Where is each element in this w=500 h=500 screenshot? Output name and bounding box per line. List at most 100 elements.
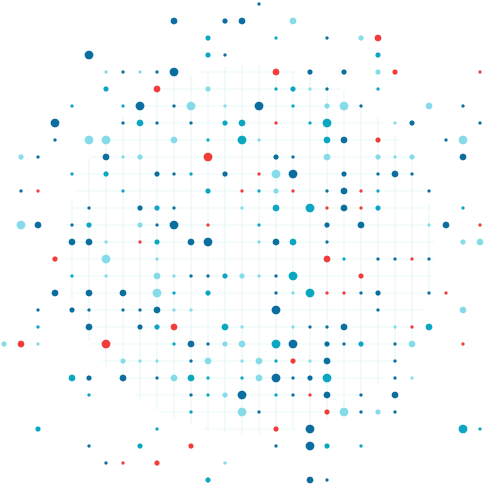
sky-dot (393, 325, 397, 329)
navy-dot (138, 308, 142, 312)
navy-dot (254, 101, 264, 111)
navy-dot (86, 375, 92, 381)
red-dot (101, 339, 111, 349)
navy-dot (121, 121, 125, 125)
navy-dot (206, 342, 210, 346)
navy-dot (324, 222, 330, 228)
navy-dot (155, 376, 159, 380)
teal-dot (291, 104, 295, 108)
red-dot (240, 189, 244, 193)
sky-dot (323, 153, 331, 161)
navy-dot (87, 444, 91, 448)
sky-dot (427, 223, 431, 227)
teal-dot (324, 443, 330, 449)
sky-dot (273, 188, 279, 194)
sky-dot (137, 154, 143, 160)
sky-dot (240, 206, 244, 210)
red-dot (153, 85, 161, 93)
navy-dot (307, 375, 313, 381)
teal-dot (342, 257, 346, 261)
red-dot (121, 461, 125, 465)
navy-dot (291, 376, 295, 380)
navy-dot (87, 206, 91, 210)
teal-dot (205, 477, 211, 483)
red-dot (374, 34, 382, 42)
teal-dot (172, 291, 176, 295)
sky-dot (291, 325, 295, 329)
navy-dot (238, 17, 246, 25)
navy-dot (155, 223, 159, 227)
navy-dot (305, 441, 315, 451)
sky-dot (240, 359, 244, 363)
navy-dot (257, 2, 261, 6)
navy-dot (119, 289, 127, 297)
sky-dot (121, 155, 125, 159)
sky-dot (393, 155, 397, 159)
red-dot (342, 291, 346, 295)
sky-dot (222, 392, 228, 398)
navy-dot (461, 104, 465, 108)
navy-dot (376, 172, 380, 176)
teal-dot (205, 52, 211, 58)
navy-dot (359, 104, 363, 108)
red-dot (375, 137, 381, 143)
teal-dot (103, 86, 109, 92)
sky-dot (255, 357, 263, 365)
red-dot (272, 68, 280, 76)
sky-dot (36, 342, 40, 346)
red-dot (478, 223, 482, 227)
sky-dot (186, 101, 196, 111)
navy-dot (459, 153, 467, 161)
navy-dot (391, 170, 399, 178)
sky-dot (291, 291, 295, 295)
navy-dot (393, 257, 397, 261)
teal-dot (272, 204, 280, 212)
navy-dot (427, 257, 431, 261)
sky-dot (155, 257, 159, 261)
sky-dot (101, 254, 111, 264)
navy-dot (288, 339, 298, 349)
navy-dot (274, 274, 278, 278)
teal-dot (121, 104, 125, 108)
navy-dot (189, 393, 193, 397)
navy-dot (187, 340, 195, 348)
navy-dot (342, 342, 346, 346)
teal-dot (205, 290, 211, 296)
navy-dot (85, 323, 93, 331)
sky-dot (137, 222, 143, 228)
red-dot (325, 291, 329, 295)
teal-dot (222, 273, 228, 279)
sky-dot (204, 357, 212, 365)
sky-dot (1, 341, 7, 347)
navy-dot (36, 308, 40, 312)
red-dot (444, 291, 448, 295)
navy-dot (393, 376, 397, 380)
teal-dot (205, 188, 211, 194)
red-dot (410, 257, 414, 261)
teal-dot (305, 203, 315, 213)
navy-dot (87, 308, 91, 312)
navy-dot (444, 138, 448, 142)
teal-dot (257, 189, 261, 193)
sky-dot (120, 358, 126, 364)
sky-dot (84, 135, 94, 145)
teal-dot (36, 325, 40, 329)
sky-dot (172, 308, 176, 312)
teal-dot (478, 427, 482, 431)
teal-dot (375, 205, 381, 211)
sky-dot (459, 306, 467, 314)
sky-dot (458, 135, 468, 145)
sky-dot (324, 103, 330, 109)
navy-dot (206, 274, 210, 278)
navy-dot (325, 240, 329, 244)
navy-dot (340, 204, 348, 212)
sky-dot (237, 407, 247, 417)
navy-dot (442, 221, 450, 229)
teal-dot (257, 223, 261, 227)
navy-dot (187, 238, 195, 246)
navy-dot (121, 308, 125, 312)
sky-dot (308, 87, 312, 91)
navy-dot (478, 121, 482, 125)
sky-dot (358, 35, 364, 41)
teal-dot (323, 136, 331, 144)
